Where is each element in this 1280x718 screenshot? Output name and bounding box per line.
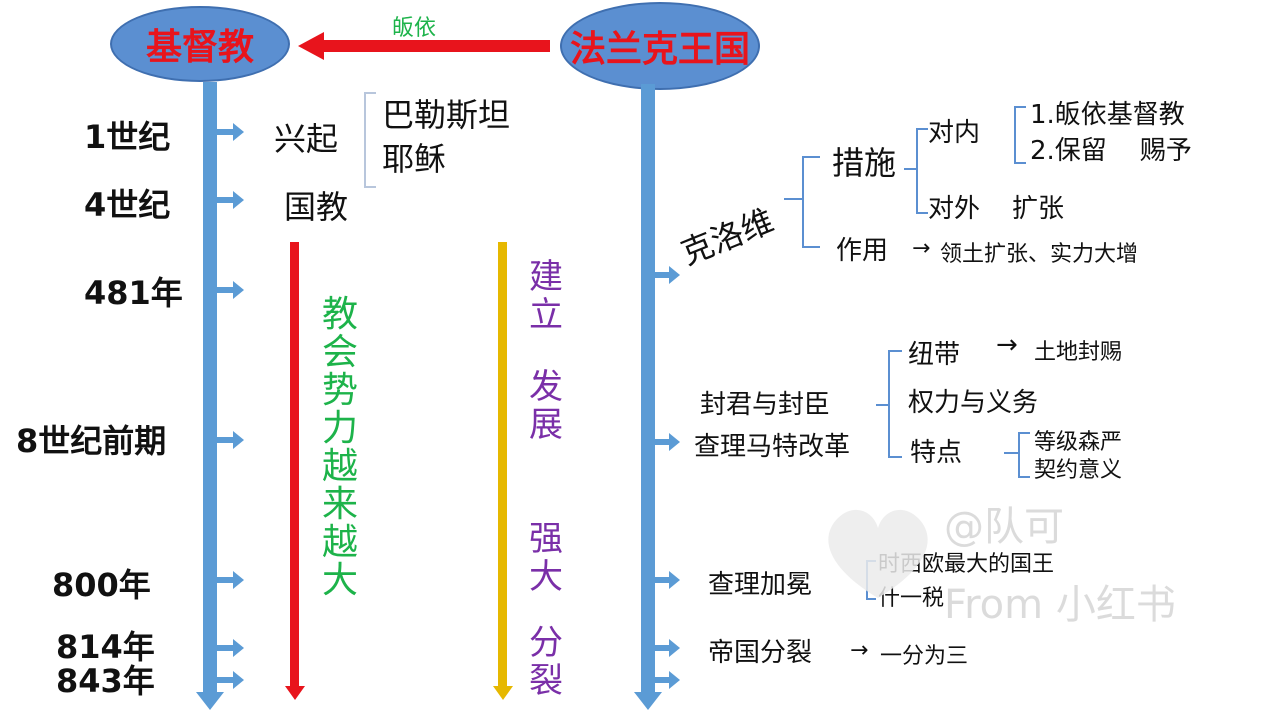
- features-brace-nub: [1004, 452, 1018, 454]
- external-item: 扩张: [1012, 194, 1065, 224]
- church-power-text: 教会势力越来越大: [321, 294, 358, 601]
- features-brace: [1018, 432, 1030, 478]
- conversion-label: 皈依: [392, 16, 437, 41]
- rights-label: 权力与义务: [908, 388, 1039, 418]
- frankish-kingdom-label: 法兰克王国: [569, 29, 750, 70]
- state-religion-label: 国教: [284, 188, 349, 226]
- clovis-brace-nub: [784, 198, 802, 200]
- clovis-label: 克洛维: [675, 201, 779, 273]
- feudal-line-2: 查理马特改革: [694, 432, 851, 462]
- church-power-bar: [290, 242, 299, 688]
- feudal-line-1: 封君与封臣: [700, 390, 831, 420]
- stage-strong: 强大: [529, 519, 563, 597]
- effect-label: 作用: [836, 236, 889, 266]
- frankish-kingdom-node: 法兰克王国: [560, 2, 760, 90]
- feudal-brace-nub: [876, 404, 888, 406]
- stage-develop: 发展: [529, 367, 563, 445]
- frankish-timeline-arrowhead: [634, 692, 662, 710]
- internal-brace: [1014, 106, 1026, 164]
- date-800: 800年: [52, 566, 151, 604]
- effect-arrow: →: [912, 236, 931, 261]
- christianity-label: 基督教: [145, 27, 254, 68]
- features-label: 特点: [910, 438, 963, 468]
- conversion-arrow: [298, 32, 550, 60]
- church-power-arrowhead: [285, 686, 305, 700]
- charlemagne-label: 查理加冕: [708, 570, 813, 600]
- internal-label: 对内: [928, 118, 981, 148]
- split-label: 帝国分裂: [708, 638, 813, 668]
- watermark-source: From 小红书: [944, 582, 1176, 628]
- heart-watermark-icon: [828, 509, 928, 598]
- effect-text: 领土扩张、实力大增: [940, 242, 1139, 267]
- christianity-node: 基督教: [110, 6, 290, 82]
- measures-brace-nub: [904, 168, 916, 170]
- bond-arrow: →: [996, 330, 1018, 360]
- rise-brace: [364, 92, 376, 188]
- stage-split: 分裂: [529, 623, 563, 701]
- date-481: 481年: [84, 274, 183, 312]
- date-843: 843年: [56, 662, 155, 700]
- feature-item-2: 契约意义: [1034, 458, 1123, 483]
- christianity-timeline-arrowhead: [196, 692, 224, 710]
- feature-item-1: 等级森严: [1034, 430, 1123, 455]
- external-label: 对外: [928, 194, 981, 224]
- place-label: 巴勒斯坦: [382, 96, 511, 134]
- measures-label: 措施: [832, 144, 897, 182]
- rise-label: 兴起: [274, 120, 339, 158]
- bond-text: 土地封赐: [1034, 340, 1123, 365]
- date-1st-century: 1世纪: [84, 118, 171, 156]
- feudal-brace: [888, 350, 902, 458]
- bond-label: 纽带: [908, 340, 961, 370]
- watermark-handle: @队可: [944, 504, 1064, 550]
- stage-arrowhead: [493, 686, 513, 700]
- clovis-brace: [802, 156, 820, 248]
- frankish-timeline-axis: [641, 84, 655, 694]
- stage-establish: 建立: [529, 257, 563, 335]
- date-8th-century: 8世纪前期: [16, 422, 167, 460]
- internal-item-2: 2.保留 赐予: [1030, 136, 1192, 166]
- founder-label: 耶稣: [382, 140, 447, 178]
- measures-brace: [916, 128, 928, 214]
- christianity-timeline-axis: [203, 82, 217, 694]
- stage-bar: [498, 242, 507, 688]
- internal-item-1: 1.皈依基督教: [1030, 100, 1185, 130]
- date-814: 814年: [56, 628, 155, 666]
- split-arrow: →: [850, 638, 869, 663]
- date-4th-century: 4世纪: [84, 186, 171, 224]
- split-text: 一分为三: [880, 644, 969, 669]
